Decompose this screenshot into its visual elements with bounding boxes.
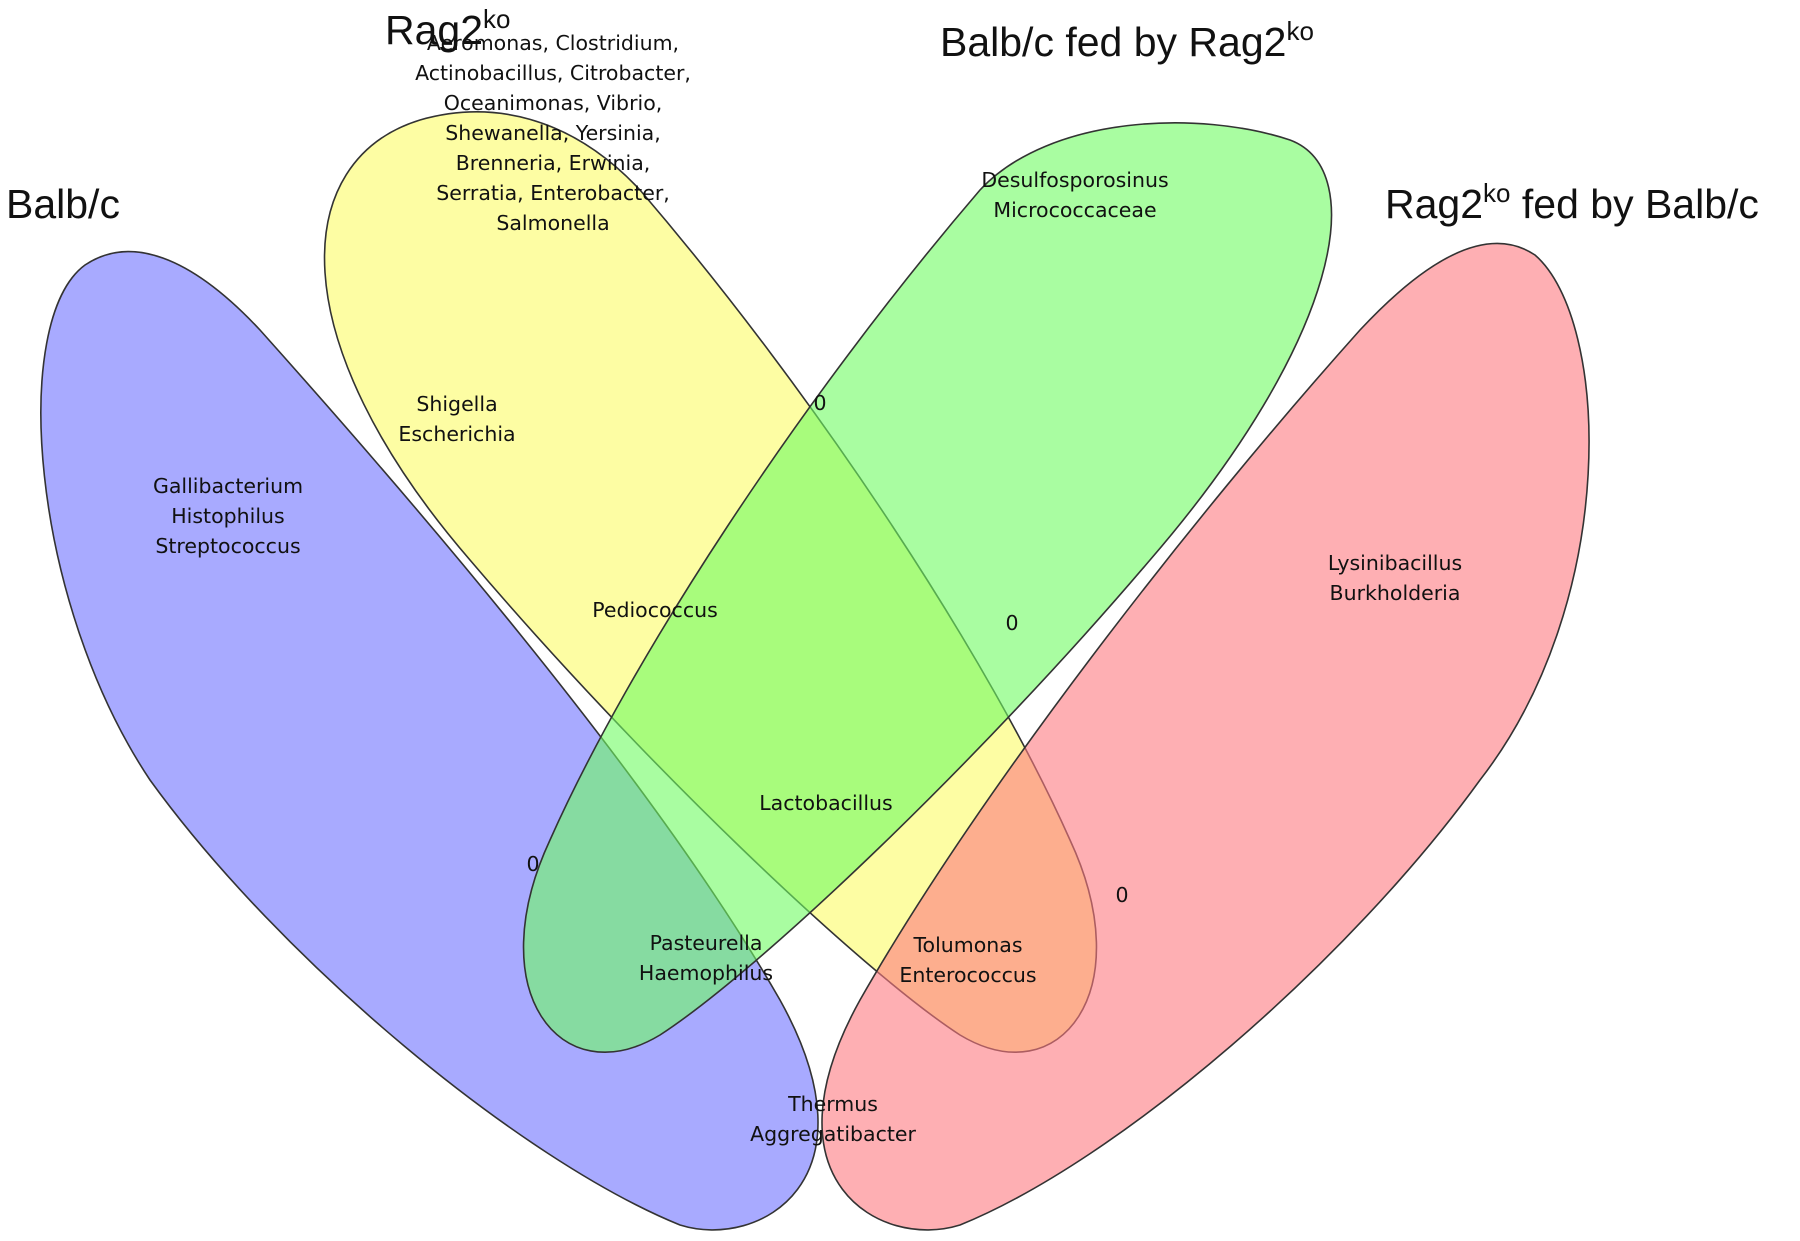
set-label-rag2ko: Rag2ko bbox=[385, 4, 510, 53]
region-line: Enterococcus bbox=[899, 963, 1036, 987]
region-line: Streptococcus bbox=[155, 534, 300, 558]
region-line: 0 bbox=[526, 852, 539, 876]
region-all-four: Lactobacillus bbox=[759, 791, 892, 815]
region-line: Salmonella bbox=[496, 211, 609, 235]
ellipse-balbc-fed-by-rag2ko bbox=[522, 122, 1333, 1053]
region-line: 0 bbox=[1115, 883, 1128, 907]
ellipse-rag2ko-fed-by-balbc bbox=[821, 242, 1590, 1231]
set-label-balbc: Balb/c bbox=[6, 181, 120, 227]
set-label-rag2ko-fed-by-balbc: Rag2ko fed by Balb/c bbox=[1385, 178, 1759, 227]
region-line: Shigella bbox=[416, 392, 497, 416]
region-line: Shewanella, Yersinia, bbox=[445, 121, 661, 145]
region-balbc-rag2-balbcfed: Pediococcus bbox=[592, 598, 718, 622]
region-line: Haemophilus bbox=[639, 961, 773, 985]
region-line: Aeromonas, Clostridium, bbox=[427, 31, 679, 55]
region-balbcfed-rag2fed: 0 bbox=[1005, 611, 1018, 635]
region-line: Tolumonas bbox=[912, 933, 1022, 957]
set-ellipses bbox=[40, 111, 1590, 1231]
region-line: Lysinibacillus bbox=[1328, 551, 1462, 575]
region-line: Histophilus bbox=[171, 504, 284, 528]
region-line: Desulfosporosinus bbox=[981, 168, 1168, 192]
region-line: Burkholderia bbox=[1330, 581, 1461, 605]
region-line: Aggregatibacter bbox=[750, 1122, 916, 1146]
region-line: Pasteurella bbox=[650, 931, 763, 955]
region-line: Oceanimonas, Vibrio, bbox=[444, 91, 663, 115]
region-balbc-balbcfed: 0 bbox=[526, 852, 539, 876]
region-line: 0 bbox=[813, 391, 826, 415]
set-label-balbc-fed-by-rag2ko: Balb/c fed by Rag2ko bbox=[940, 16, 1314, 65]
region-line: Lactobacillus bbox=[759, 791, 892, 815]
region-line: Pediococcus bbox=[592, 598, 718, 622]
region-rag2-balbcfed: 0 bbox=[813, 391, 826, 415]
region-line: Actinobacillus, Citrobacter, bbox=[415, 61, 691, 85]
region-line: 0 bbox=[1005, 611, 1018, 635]
region-line: Thermus bbox=[787, 1092, 878, 1116]
region-line: Gallibacterium bbox=[153, 474, 303, 498]
region-rag2-only: Aeromonas, Clostridium, Actinobacillus, C… bbox=[415, 31, 691, 235]
region-line: Escherichia bbox=[398, 422, 515, 446]
region-rag2-rag2fed: 0 bbox=[1115, 883, 1128, 907]
region-line: Serratia, Enterobacter, bbox=[436, 181, 670, 205]
region-line: Micrococcaceae bbox=[993, 198, 1156, 222]
region-line: Brenneria, Erwinia, bbox=[456, 151, 651, 175]
